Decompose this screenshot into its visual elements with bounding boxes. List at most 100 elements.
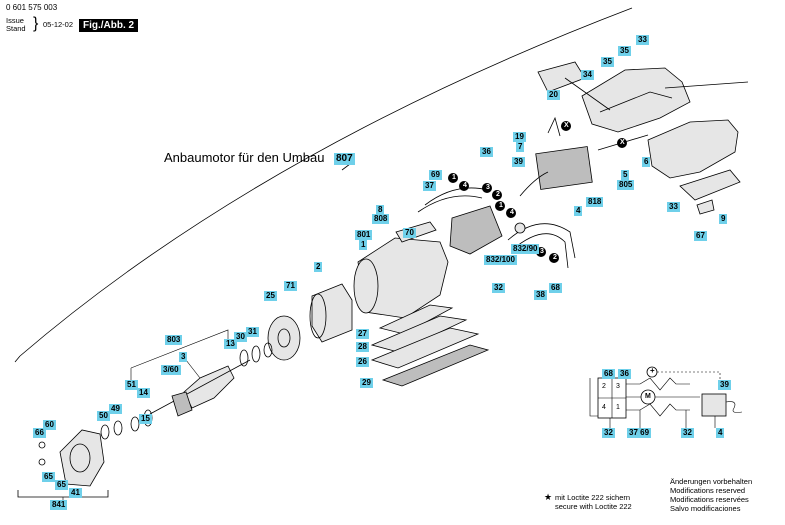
part-label: 39 [512,157,525,167]
part-label: 68 [549,283,562,293]
marker-3a: 3 [486,184,490,191]
washer-15 [130,416,140,432]
contact-2: 2 [602,383,606,390]
stator [311,283,353,343]
part-label: 3 [179,352,188,362]
bracket-841 [17,490,109,498]
circuit-label: 4 [716,428,725,438]
brace: } [33,15,39,32]
marker-xa: X [564,122,569,129]
figure-label: Fig./Abb. 2 [79,19,139,32]
marker-4b: 4 [510,209,514,216]
lower-housing-part [647,119,739,179]
issue-label: Issue [6,16,24,25]
part-label: 805 [617,180,635,190]
loctite-note-en: secure with Loctite 222 [555,502,632,511]
plate-9 [679,169,741,201]
controller-box [701,393,727,417]
rail-28 [370,315,468,353]
circuit-label: 36 [618,369,631,379]
circuit-label: 32 [602,428,615,438]
washer-30 [251,345,261,363]
part-label: 67 [694,231,707,241]
part-label: 7 [516,142,525,152]
part-label: 27 [356,329,369,339]
marker-circle [448,173,458,183]
screw-60 [38,441,46,449]
part-label: 31 [246,327,259,337]
motor-housing-front [353,258,379,314]
end-shield-hole [69,443,91,473]
part-label: 5 [621,170,630,180]
dashed-wire [657,371,721,390]
nut-832-90 [514,222,526,234]
contact-3: 3 [616,383,620,390]
marker-circle [506,208,516,218]
wire-37 [424,187,489,206]
title-ref-label: 807 [334,153,355,165]
marker-3b: 3 [540,248,544,255]
washer-31 [263,342,273,358]
wire-left [589,378,598,417]
part-label: 60 [43,420,56,430]
part-label: 3/60 [161,365,181,375]
stator-front [309,293,327,339]
contact-4: 4 [602,404,606,411]
ring-50 [100,424,110,440]
modifications-en: Modifications reserved [670,486,746,495]
star-symbol: ★ [544,492,553,502]
washer-13 [239,349,249,367]
marker-1a: 1 [452,174,456,181]
housing-edge [599,91,673,113]
part-label: 4 [574,206,583,216]
brush-holder-plate [449,205,503,255]
controller-lead [725,401,743,413]
part-label: 65 [42,472,55,482]
part-label: 2 [314,262,323,272]
modifications-es: Salvo modificaciones [670,504,741,513]
bearing-plate-hole [277,328,291,348]
marker-circle [482,183,492,193]
marker-1b: 1 [499,202,503,209]
part-label: 36 [480,147,493,157]
wire-68 [507,223,576,259]
motor-glyph: M [645,393,651,400]
spring-19 [547,116,561,137]
part-label: 65 [55,480,68,490]
marker-circle [561,121,571,131]
part-label: 14 [137,388,150,398]
marker-xb: X [620,139,625,146]
circuit-label: 37 69 [627,428,652,438]
part-label: 20 [547,90,560,100]
part-label: 801 [355,230,373,240]
leader-3 [185,359,201,379]
part-label: 32 [492,283,505,293]
issue-date: 05-12-02 [43,20,74,29]
part-label: 30 [234,332,247,342]
contact-1: 1 [616,404,620,411]
bracket-tick [341,163,351,171]
armature-shaft [149,359,251,415]
part-label: 33 [636,35,649,45]
circuit-label: 39 [718,380,731,390]
part-label: 66 [33,428,46,438]
part-label: 818 [586,197,604,207]
part-label: 33 [667,202,680,212]
part-label: 9 [719,214,728,224]
part-label: 808 [372,214,390,224]
part-label: 38 [534,290,547,300]
resistor-bottom [626,403,690,417]
wire-69 [417,195,483,213]
fan [171,391,193,417]
modifications-fr: Modifications reservées [670,495,749,504]
leader-803 [130,329,229,369]
part-label: 37 [423,181,436,191]
resistor-top [626,377,690,391]
stand-label: Stand [6,24,26,33]
marker-2b: 2 [553,254,557,261]
part-label: 51 [125,380,138,390]
end-shield [59,429,105,487]
bracket-end [14,355,21,363]
modifications-de: Änderungen vorbehalten [670,477,753,486]
